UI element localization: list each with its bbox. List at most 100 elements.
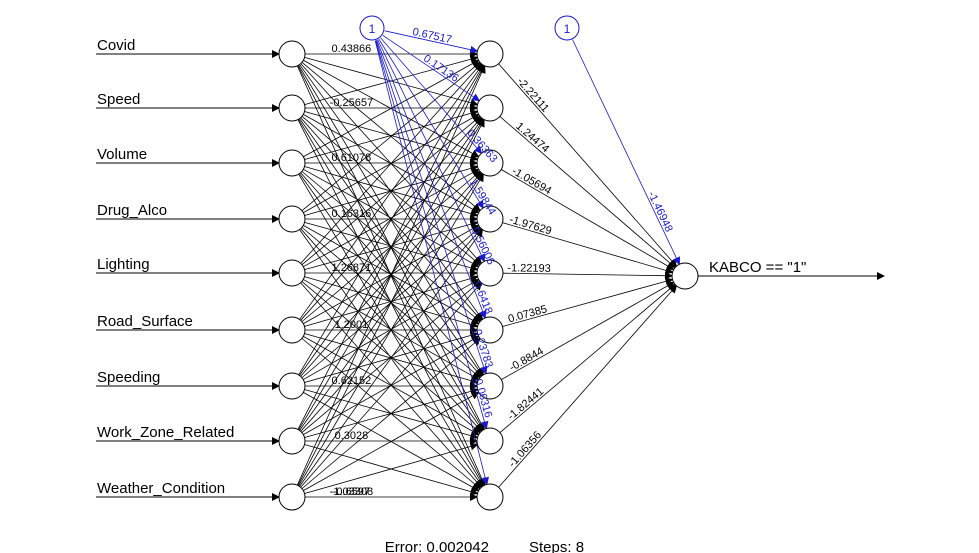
input-label-9: Weather_Condition [97,480,225,497]
input-label-2: Speed [97,91,140,108]
edge-input-9-hidden-4 [299,228,484,487]
bias-output-weight: -1.46948 [645,190,675,234]
bias-node-label-1: 1 [369,22,376,36]
output-weight-8: -1.82441 [505,386,546,423]
output-weight-1: -2.22111 [514,75,551,114]
edge-bias-hidden-8 [375,40,489,430]
bias-node-2 [554,15,580,41]
input-node-1 [278,40,306,68]
input-weight-label-8: 0.3028 [335,430,369,442]
input-weight-label-10: -1.03308 [330,486,373,498]
input-label-6: Road_Surface [97,313,193,330]
edge-hidden-9-output [498,284,678,488]
input-weight-label-9: -0.6597 [333,486,370,498]
edge-input-2-hidden-1 [304,55,479,105]
edge-input-8-hidden-2 [298,118,484,431]
input-weight-label-5: 1.26871 [332,262,372,274]
connection-lines [96,30,885,501]
edge-hidden-8-output [499,283,676,433]
output-weight-9: -1.06356 [506,429,544,470]
output-weight-7: -0.8844 [507,345,545,374]
input-label-1: Covid [97,37,135,54]
edge-input-9-hidden-7 [303,391,480,491]
input-node-6 [278,316,306,344]
hidden-node-9 [476,483,504,511]
edge-input-5-hidden-2 [301,115,481,265]
edge-bias-hidden-9 [374,40,489,486]
edge-input-6-hidden-2 [300,116,483,321]
edge-bias-hidden-2 [382,34,481,102]
input-label-8: Work_Zone_Related [97,424,234,441]
neuron-nodes [278,15,699,511]
hidden-node-8 [476,427,504,455]
edge-bias-hidden-7 [375,40,488,375]
node-labels: 1 1CovidSpeedVolumeDrug_AlcoLightingRoad_… [97,22,806,497]
input-label-7: Speeding [97,369,160,386]
hidden-node-5 [476,259,504,287]
footer-error: Error: 0.002042 [385,539,489,553]
edge-hidden-1-output [498,63,678,267]
input-node-8 [278,427,306,455]
edge-hidden-4-output [502,222,674,275]
bias-node-1 [359,15,385,41]
edge-hidden-3-output [501,169,675,270]
input-node-9 [278,483,306,511]
input-node-2 [278,94,306,122]
output-node [671,262,699,290]
hidden-node-7 [476,372,504,400]
bias-node-label-2: 1 [564,22,571,36]
edge-hidden-2-output [499,116,676,269]
output-weight-3: -1.05694 [510,165,554,197]
output-label: KABCO == "1" [709,259,806,276]
hidden-node-4 [476,205,504,233]
edge-input-3-hidden-1 [303,59,480,158]
edge-input-9-hidden-8 [304,442,479,494]
bias-hidden-weight-1: 0.67517 [411,26,452,46]
output-weight-2: 1.24474 [513,120,551,155]
edge-input-5-hidden-1 [300,62,482,264]
edge-input-8-hidden-1 [297,64,485,430]
input-node-7 [278,372,306,400]
edge-bias-hidden-3 [380,37,483,154]
edge-hidden-5-output [502,271,674,280]
edge-input-9-hidden-3 [298,173,484,487]
output-weight-6: 0.07385 [507,303,549,325]
input-label-5: Lighting [97,256,150,273]
input-weight-label-3: 0.61078 [332,152,372,164]
hidden-node-2 [476,94,504,122]
input-node-5 [278,259,306,287]
edge-hidden-7-output [501,281,675,380]
edge-bias-hidden-6 [376,39,487,319]
edge-input-8-hidden-5 [301,280,481,433]
edge-input-5-hidden-3 [303,168,480,268]
input-weight-label-6: 1.2001 [335,319,369,331]
hidden-node-6 [476,316,504,344]
input-label-3: Volume [97,146,147,163]
input-weight-label-7: 0.62152 [332,375,372,387]
output-weight-5: -1.22193 [507,262,551,275]
edge-input-3-hidden-2 [304,109,479,160]
hidden-node-1 [476,40,504,68]
edge-input-6-hidden-1 [299,63,484,320]
input-node-4 [278,205,306,233]
edge-hidden-6-output [502,277,674,327]
edge-bias-hidden-1 [384,30,479,54]
edge-bias-hidden-4 [378,38,484,209]
edge-input-4-hidden-1 [301,61,481,211]
edge-input-9-hidden-1 [296,64,486,486]
edge-bias-hidden-5 [377,39,485,263]
input-node-3 [278,149,306,177]
input-weight-label-4: 0.16316 [332,208,372,220]
input-label-4: Drug_Alco [97,202,167,219]
edge-bias-output [572,39,681,266]
weight-labels: 0.43866-0.256570.610780.163161.268711.20… [330,26,675,498]
edge-input-9-hidden-6 [301,337,481,489]
bias-hidden-weight-2: 0.17136 [421,53,461,85]
input-weight-label-1: 0.43866 [332,43,372,55]
edge-input-9-hidden-5 [300,281,483,488]
hidden-node-3 [476,149,504,177]
output-weight-4: -1.97629 [508,214,553,238]
footer-steps: Steps: 8 [529,539,584,553]
